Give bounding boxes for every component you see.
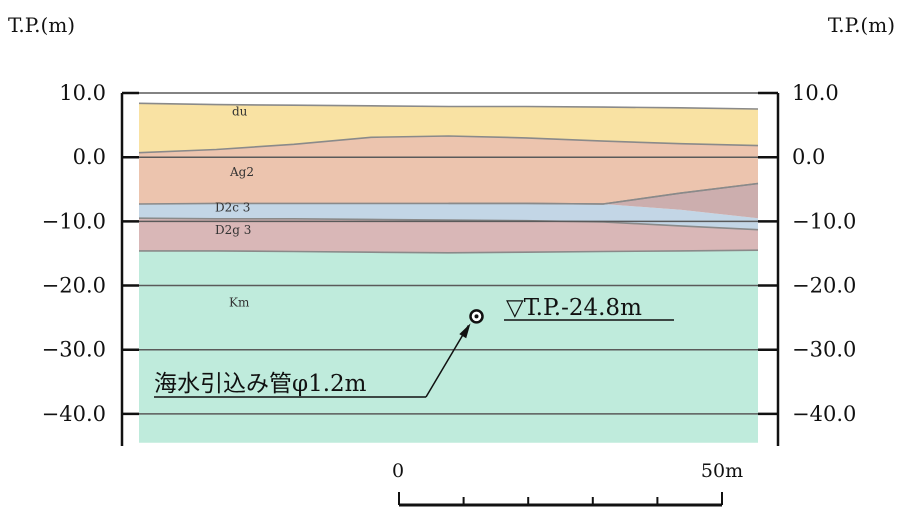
elevation-marker: ▽T.P.-24.8m [469, 295, 674, 324]
arrowhead-icon [459, 323, 471, 339]
right-tick-label: −40.0 [792, 402, 856, 426]
right-tick-label: −20.0 [792, 274, 856, 298]
layer-km [139, 250, 758, 443]
layer-boundaries [138, 102, 759, 254]
layer-label-ag2: Ag2 [229, 165, 254, 179]
scale-bar: 0 50m [392, 460, 743, 507]
layer-boundary-4 [139, 249, 759, 254]
elevation-gridlines [139, 92, 758, 415]
layer-d2c3 [139, 203, 758, 230]
right-unit-label: T.P.(m) [828, 13, 895, 37]
left-tick-label: −40.0 [42, 402, 106, 426]
left-tick-label: 10.0 [59, 81, 106, 105]
layer-boundary-1 [138, 135, 759, 154]
scale-bar-start-label: 0 [392, 460, 404, 482]
layer-boundary-0 [138, 102, 759, 110]
left-tick-label: 0.0 [73, 145, 106, 169]
layer-boundary-2 [138, 182, 759, 205]
right-tick-label: −10.0 [792, 209, 856, 233]
lens-ag2-d2c3 [448, 183, 758, 219]
right-tick-label: 10.0 [792, 81, 839, 105]
pipe-leader-line [425, 325, 470, 398]
layer-label-du: du [232, 105, 248, 119]
left-tick-label: −30.0 [42, 338, 106, 362]
layer-lens [448, 183, 758, 219]
layer-label-d2g3: D2g 3 [215, 223, 251, 237]
right-tick-label: 0.0 [792, 145, 825, 169]
layer-ag2 [139, 136, 758, 204]
pipe-label: 海水引込み管φ1.2m [154, 371, 367, 397]
intake-pipe-annotation: 海水引込み管φ1.2m [154, 323, 471, 398]
right-tick-label: −30.0 [792, 338, 856, 362]
pipe-location-dot [474, 314, 479, 319]
layer-d2g3 [139, 218, 758, 253]
left-tick-label: −20.0 [42, 274, 106, 298]
left-unit-label: T.P.(m) [8, 13, 75, 37]
left-tick-label: −10.0 [42, 209, 106, 233]
layer-boundary-3 [138, 217, 759, 231]
layer-label-d2c3: D2c 3 [215, 201, 250, 215]
axis-ticks: 10.0 10.0 0.0 0.0 −10.0 −10.0 −20.0 −20.0 −30.0 −… [42, 81, 857, 426]
layer-label-km: Km [229, 296, 250, 310]
scale-bar-end-label: 50m [701, 460, 743, 482]
elevation-label: ▽T.P.-24.8m [506, 295, 642, 321]
geological-layers [139, 103, 758, 443]
